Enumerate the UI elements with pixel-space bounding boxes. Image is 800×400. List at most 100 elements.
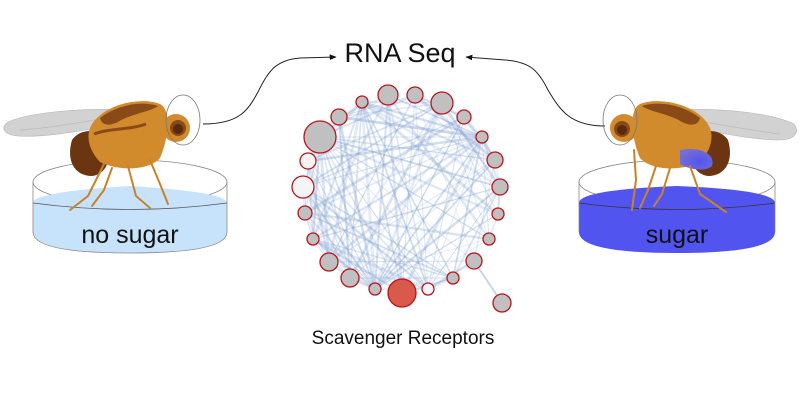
network-edge [349, 159, 496, 279]
network-edge [307, 160, 376, 290]
network-edge [374, 186, 501, 290]
network-edge [319, 94, 416, 138]
network-node [319, 252, 339, 272]
network-edge [302, 116, 465, 188]
network-edge [338, 102, 443, 118]
title-rna-seq: RNA Seq [344, 38, 455, 68]
network-edge [386, 94, 404, 294]
network-edge [374, 136, 483, 290]
network-edge [319, 135, 499, 216]
network-edge [304, 211, 490, 241]
fly-belly-sugar [680, 148, 713, 170]
network-node [291, 175, 315, 199]
network-node [297, 205, 313, 221]
network-node [446, 271, 460, 285]
network-edge [361, 101, 443, 104]
network-edge [361, 101, 429, 290]
network-node [475, 130, 489, 144]
network-edge [328, 94, 416, 263]
network-node [492, 293, 512, 313]
network-edge [374, 116, 465, 290]
network-edge [302, 102, 443, 188]
network-node [421, 282, 435, 296]
dish-liquid [579, 186, 775, 253]
network-edge [441, 102, 490, 240]
left-dish: no sugar [32, 159, 228, 254]
network-edge [374, 94, 389, 290]
arrow-right-to-rnaseq [465, 54, 606, 127]
network-edge [312, 238, 376, 290]
network-edge [302, 186, 403, 294]
network-edge [387, 94, 429, 290]
network-node [340, 268, 360, 288]
network-nodes [291, 84, 512, 313]
network-edge [414, 94, 475, 262]
network-edge [307, 160, 351, 279]
network-node [387, 278, 417, 308]
network-node [377, 84, 399, 106]
network-edge [427, 186, 501, 290]
network-node [406, 86, 424, 104]
network-edge [304, 136, 483, 214]
network-edge [312, 186, 501, 240]
fly-head-highlight-circle [602, 94, 638, 146]
network-edge [361, 101, 454, 279]
dish-liquid [33, 186, 227, 253]
network-node [299, 152, 317, 170]
network-edge [374, 159, 496, 290]
arrow-left-to-rnaseq [202, 54, 337, 125]
network-node [430, 91, 454, 115]
network-edge [302, 136, 483, 188]
fly-left [3, 94, 201, 211]
network-edge [311, 94, 390, 240]
network-edge [302, 186, 454, 279]
network-edge [319, 136, 403, 294]
network-edge [328, 102, 443, 263]
network-edge [319, 136, 496, 161]
network-edge [338, 94, 416, 118]
network-edge [481, 136, 490, 240]
fly-wing [3, 109, 121, 137]
network-edge [307, 160, 429, 290]
network-edge [319, 136, 501, 188]
network-edge [349, 101, 363, 279]
right-dish: sugar [578, 159, 776, 253]
network-edge [312, 101, 363, 240]
network-edge [401, 94, 416, 294]
network-node [465, 252, 483, 270]
network-node [491, 207, 505, 221]
label-sugar: sugar [646, 221, 709, 249]
network-edge [338, 115, 483, 139]
network-node [491, 178, 509, 196]
network-edge [441, 102, 499, 215]
network-edge [319, 136, 475, 262]
network-edge [348, 102, 444, 279]
network-edge [338, 116, 351, 279]
network-edge [319, 136, 351, 279]
label-no-sugar: no sugar [81, 221, 178, 249]
network-node [456, 109, 472, 125]
label-scavenger-receptors: Scavenger Receptors [312, 328, 495, 349]
network-node [303, 120, 337, 154]
network-edge [306, 160, 331, 263]
network-edges [301, 93, 503, 304]
network-edge [374, 213, 499, 290]
network-edge [349, 238, 490, 279]
network-node [306, 232, 320, 246]
network-edge [302, 186, 376, 290]
network-edge [328, 159, 496, 263]
network-edge [427, 136, 483, 290]
network-edge [304, 212, 376, 290]
network-edge [441, 102, 501, 188]
fly-right [602, 94, 797, 213]
network-edge [401, 238, 490, 294]
network-edge [328, 135, 483, 264]
network-edge [318, 136, 331, 263]
network-edge [387, 94, 483, 138]
network-edge [400, 136, 484, 294]
network-edge [386, 94, 491, 240]
network-edge [414, 94, 429, 290]
network-edge [312, 136, 483, 240]
network-edge [327, 101, 364, 263]
